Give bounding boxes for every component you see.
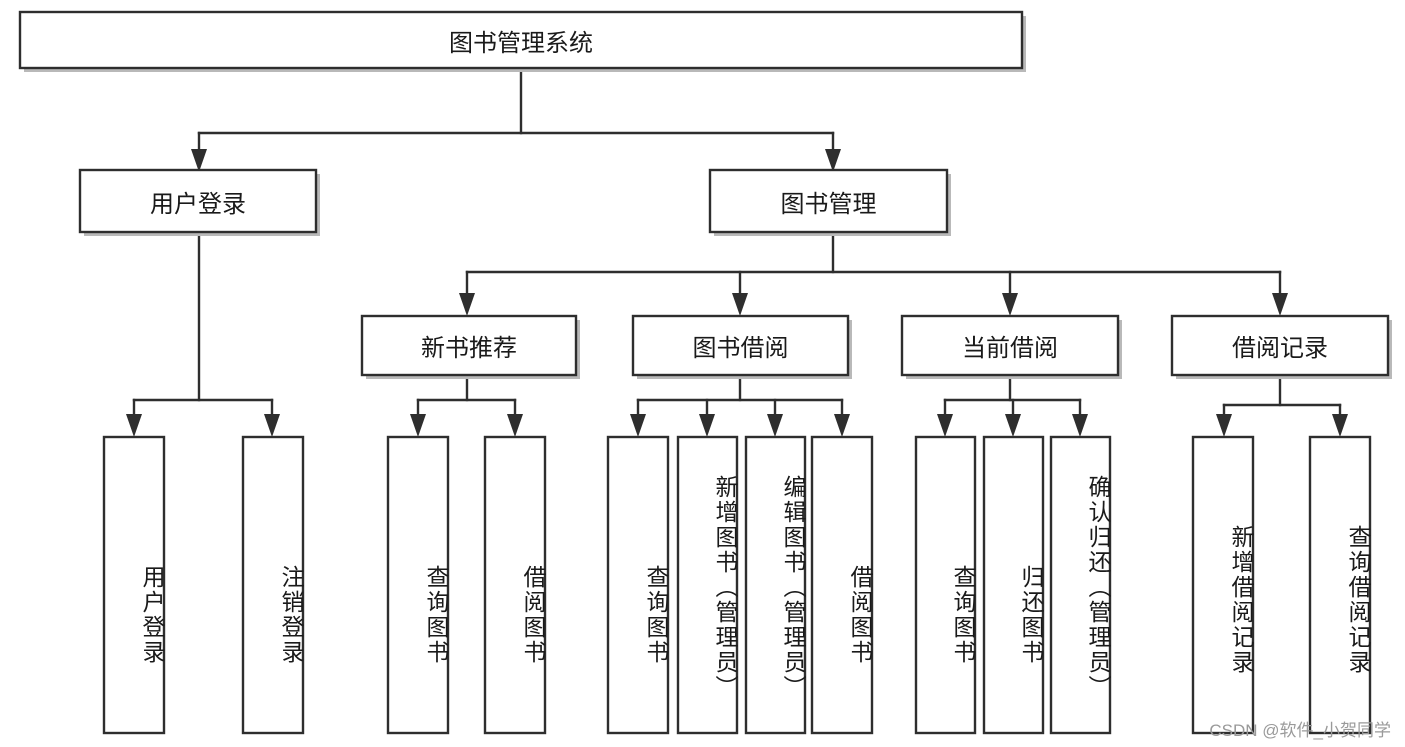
arrow-bookmgmt-to-current-icon — [1002, 293, 1018, 316]
edge-group-root — [191, 66, 841, 172]
arrow-current-leaf2-icon — [1072, 414, 1088, 437]
node-records[interactable] — [1170, 314, 1392, 379]
arrow-borrow-leaf1-icon — [699, 414, 715, 437]
arrow-newbook-leaf0-icon — [410, 414, 426, 437]
node-bookmgmt[interactable] — [708, 168, 951, 236]
node-newbook-box[interactable] — [360, 314, 578, 377]
leaf-box-confirm-return[interactable] — [1049, 435, 1112, 735]
node-borrow-box[interactable] — [631, 314, 850, 377]
edge-group-bookmgmt — [459, 230, 1288, 316]
arrow-current-leaf0-icon — [937, 414, 953, 437]
leaf-box-query-book-2[interactable] — [606, 435, 670, 735]
edge-group-records — [1216, 373, 1348, 437]
leaf-box-group-current — [914, 435, 1112, 735]
edge-group-current — [937, 373, 1088, 437]
node-root[interactable] — [18, 10, 1026, 72]
arrow-bookmgmt-to-borrow-icon — [732, 293, 748, 316]
arrow-login-leaf1-icon — [264, 414, 280, 437]
arrow-records-leaf1-icon — [1332, 414, 1348, 437]
arrow-login-leaf0-icon — [126, 414, 142, 437]
leaf-box-user-logout[interactable] — [241, 435, 305, 735]
leaf-box-query-book-1[interactable] — [386, 435, 450, 735]
leaf-box-query-book-3[interactable] — [914, 435, 977, 735]
leaf-box-user-login[interactable] — [102, 435, 166, 735]
arrow-root-to-bookmgmt-icon — [825, 149, 841, 172]
leaf-box-borrow-book-2[interactable] — [810, 435, 874, 735]
leaf-box-borrow-book-1[interactable] — [483, 435, 547, 735]
leaf-box-query-record[interactable] — [1308, 435, 1372, 735]
node-borrow[interactable] — [631, 314, 852, 379]
edge-group-login — [126, 230, 280, 437]
node-login-box[interactable] — [78, 168, 318, 234]
leaf-box-group-newbook — [386, 435, 547, 735]
node-bookmgmt-box[interactable] — [708, 168, 949, 234]
leaf-box-group-login — [102, 435, 305, 735]
edge-group-newbook — [410, 373, 523, 437]
arrow-bookmgmt-to-records-icon — [1272, 293, 1288, 316]
node-records-box[interactable] — [1170, 314, 1390, 377]
leaf-box-edit-book[interactable] — [744, 435, 807, 735]
arrow-newbook-leaf1-icon — [507, 414, 523, 437]
arrow-records-leaf0-icon — [1216, 414, 1232, 437]
leaf-box-group-records — [1191, 435, 1372, 735]
arrow-borrow-leaf3-icon — [834, 414, 850, 437]
arrow-root-to-login-icon — [191, 149, 207, 172]
arrow-borrow-leaf2-icon — [767, 414, 783, 437]
node-login[interactable] — [78, 168, 320, 236]
leaf-box-group-borrow — [606, 435, 874, 735]
arrow-current-leaf1-icon — [1005, 414, 1021, 437]
arrow-borrow-leaf0-icon — [630, 414, 646, 437]
arrow-bookmgmt-to-newbook-icon — [459, 293, 475, 316]
node-current[interactable] — [900, 314, 1122, 379]
node-newbook[interactable] — [360, 314, 580, 379]
leaf-box-add-book[interactable] — [676, 435, 739, 735]
leaf-box-return-book[interactable] — [982, 435, 1045, 735]
node-current-box[interactable] — [900, 314, 1120, 377]
leaf-box-add-record[interactable] — [1191, 435, 1255, 735]
edge-group-borrow — [630, 373, 850, 437]
csdn-watermark: CSDN @软件_小贺同学 — [1209, 721, 1391, 740]
node-root-box[interactable] — [18, 10, 1024, 70]
